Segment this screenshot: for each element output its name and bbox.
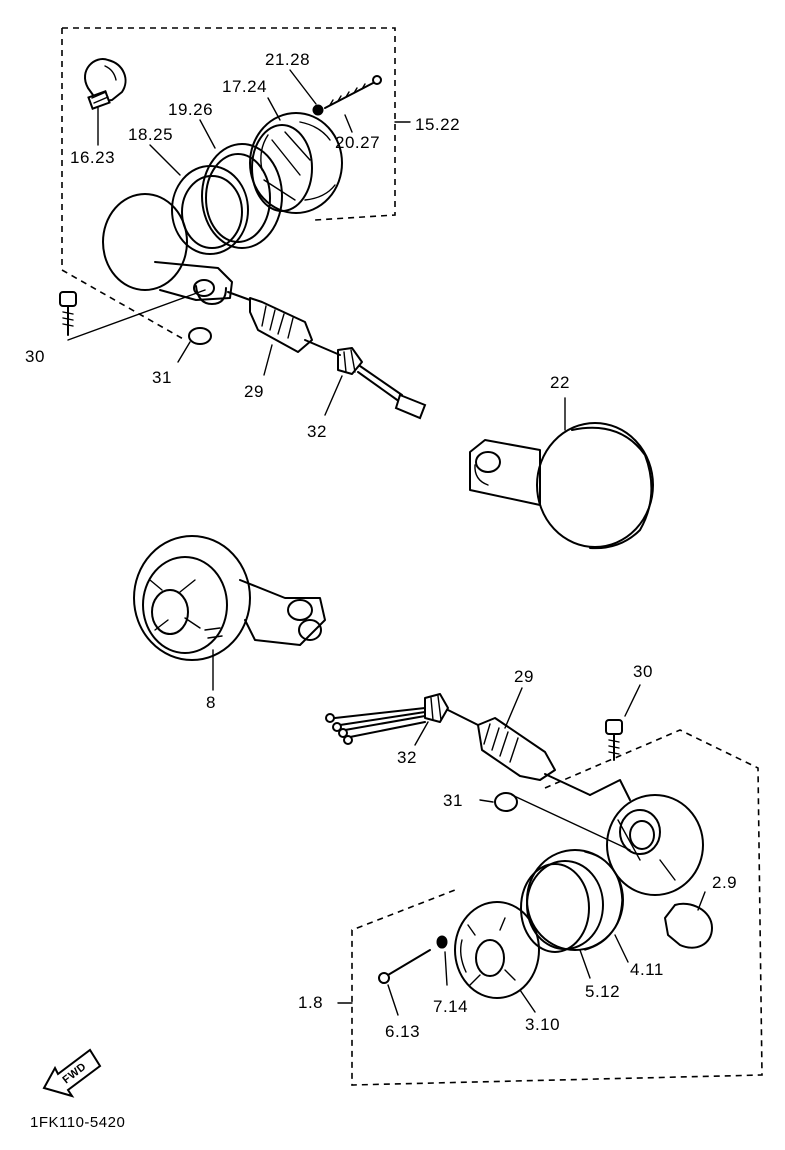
callout-label: 7.14 (433, 997, 468, 1016)
nut-icon-lower (436, 935, 448, 986)
socket-icon-lower (477, 687, 591, 796)
callout-label: 1.8 (298, 993, 323, 1012)
lock-nut-icon-lower (479, 792, 631, 851)
bulb-icon-lower (664, 891, 713, 949)
mounting-screw-icon (59, 289, 206, 341)
callout-label: 32 (307, 422, 327, 441)
screw-icon-lower (378, 949, 431, 1016)
callout-label: 31 (152, 368, 172, 387)
mounting-screw-icon-lower (605, 684, 641, 761)
callout-label: 19.26 (168, 100, 213, 119)
callout-label: 6.13 (385, 1022, 420, 1041)
lens-icon-lower (454, 901, 540, 1013)
nut-icon (289, 69, 324, 116)
callout-label: 29 (244, 382, 264, 401)
bulb-icon (84, 58, 127, 146)
callout-label: 15.22 (415, 115, 460, 134)
socket-icon (227, 291, 341, 376)
fwd-arrow-icon: FWD (42, 1048, 102, 1098)
housing-icon (102, 193, 233, 305)
callout-label: 20.27 (335, 133, 380, 152)
lock-nut-icon (177, 327, 212, 363)
callout-label: 30 (633, 662, 653, 681)
callout-label: 29 (514, 667, 534, 686)
housing-icon-lower (589, 779, 704, 896)
rim-icon-lower (526, 849, 629, 963)
lower-assembly (325, 684, 763, 1086)
grommet-icon (324, 347, 427, 420)
callout-label: 17.24 (222, 77, 267, 96)
diagram-code: 1FK110-5420 (30, 1114, 125, 1131)
rim-icon (149, 144, 249, 255)
screw-icon (324, 75, 382, 133)
turn-signal-8 (133, 535, 326, 691)
callout-label: 3.10 (525, 1015, 560, 1034)
callout-label: 18.25 (128, 125, 173, 144)
callout-labels: 21.28 17.24 19.26 18.25 16.23 20.27 15.2… (25, 50, 737, 1041)
harness-icon (325, 693, 479, 746)
lens-icon (249, 97, 343, 214)
turn-signal-22 (469, 397, 654, 550)
callout-label: 8 (206, 693, 216, 712)
callout-label: 16.23 (70, 148, 115, 167)
callout-label: 22 (550, 373, 570, 392)
callout-label: 5.12 (585, 982, 620, 1001)
callout-label: 32 (397, 748, 417, 767)
upper-assembly-boundary (61, 27, 396, 341)
callout-label: 31 (443, 791, 463, 810)
callout-label: 21.28 (265, 50, 310, 69)
callout-label: 30 (25, 347, 45, 366)
callout-label: 2.9 (712, 873, 737, 892)
gasket-icon-lower (520, 863, 591, 979)
upper-assembly (59, 27, 427, 420)
lower-assembly-boundary (351, 729, 763, 1086)
gasket-icon (199, 119, 283, 249)
callout-label: 4.11 (630, 960, 664, 979)
